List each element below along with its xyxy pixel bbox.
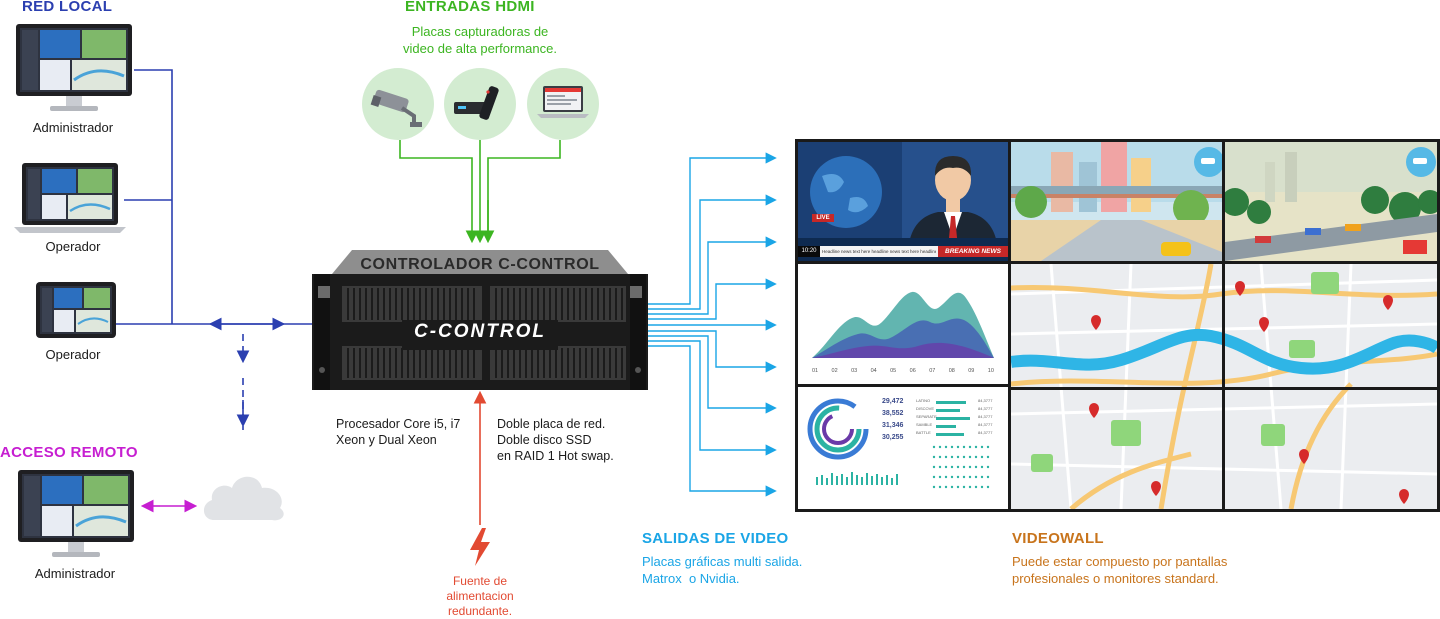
admin-desktop[interactable]: [16, 24, 134, 116]
dashboard-bar-labels: LATINO DISCOVE SEPARATE SAMBLE BATTLE: [916, 397, 937, 437]
dashboard-number: 31,346: [882, 422, 904, 429]
dashboard-bar-value: 84,3777: [978, 398, 993, 403]
area-chart-tick: 06: [909, 368, 916, 374]
operator-label-1: Operador: [45, 239, 101, 254]
dashboard-number: 29,472: [882, 398, 904, 405]
set-top-box-remote-icon: [444, 68, 516, 140]
videowall-text: Puede estar compuesto por pantallas prof…: [1012, 553, 1227, 587]
videowall-line-2: profesionales o monitores standard.: [1012, 571, 1219, 586]
desktop-monitor-icon: [16, 24, 132, 111]
controller-spec-left: Procesador Core i5, i7 Xeon y Dual Xeon: [336, 416, 460, 448]
dashboard-bar-label: LATINO: [916, 398, 931, 403]
area-chart-tick: 05: [890, 368, 897, 374]
dashboard-bar-value: 84,3777: [978, 422, 993, 427]
dashboard-bar-value: 84,3777: [978, 406, 993, 411]
power-line-2: alimentacion: [446, 589, 514, 603]
highway-illustration: [1225, 142, 1437, 261]
videowall-panel-highway-camera[interactable]: [1225, 142, 1437, 261]
videowall-line-1: Puede estar compuesto por pantallas: [1012, 554, 1228, 569]
spec-right-line-3: en RAID 1 Hot swap.: [497, 449, 614, 463]
dashboard-bar-values: 84,3777 84,3777 84,3777 84,3777 84,3777: [978, 397, 992, 437]
local-network-bus: [116, 69, 312, 430]
area-chart-tick: 03: [851, 368, 858, 374]
videowall-panel-area-chart[interactable]: 01 02 03 04 05 06 07 08 09 10: [798, 264, 1008, 384]
salidas-text: Placas gráficas multi salida. Matrox o N…: [642, 553, 802, 587]
desktop-monitor-icon: [18, 470, 134, 557]
area-chart-tick: 04: [870, 368, 877, 374]
operator-laptop[interactable]: [14, 163, 126, 235]
spec-right-line-1: Doble placa de red.: [497, 417, 606, 431]
dashboard-number: 38,552: [882, 410, 904, 417]
dashboard-bar-label: SAMBLE: [916, 422, 933, 427]
red-local-title: RED LOCAL: [22, 0, 113, 15]
videowall-panel-dashboard[interactable]: 29,472 38,552 31,346 30,255 LATINO DISCO…: [798, 387, 1008, 509]
admin-label: Administrador: [32, 120, 114, 135]
videowall-panel-city-camera[interactable]: [1011, 142, 1222, 261]
spec-left-line-2: Xeon y Dual Xeon: [336, 433, 437, 447]
remote-admin-desktop[interactable]: [18, 470, 136, 562]
city-street-illustration: [1011, 142, 1222, 261]
c-control-controller[interactable]: CONTROLADOR C-CONTROL C-CONTROL: [312, 250, 648, 392]
controller-chassis: [312, 250, 648, 390]
laptop-screen-icon: [527, 68, 599, 140]
entradas-subtitle: Placas capturadoras de video de alta per…: [360, 23, 600, 57]
area-chart-tick: 10: [987, 368, 994, 374]
hdmi-input-lines: [399, 140, 561, 244]
power-line-3: redundante.: [447, 604, 513, 618]
salidas-title: SALIDAS DE VIDEO: [642, 530, 789, 547]
operator-tablet[interactable]: [36, 282, 118, 340]
area-chart-tick: 08: [948, 368, 955, 374]
salidas-line-2: Matrox o Nvidia.: [642, 571, 740, 586]
dashboard-bar-label: BATTLE: [916, 430, 931, 435]
dashboard-graphic: [807, 398, 990, 489]
entradas-subtitle-line-1: Placas capturadoras de: [411, 24, 549, 39]
video-output-lines: [648, 152, 777, 497]
controller-spec-right: Doble placa de red. Doble disco SSD en R…: [497, 416, 614, 464]
acceso-remoto-title: ACCESO REMOTO: [0, 444, 138, 461]
news-live-badge: LIVE: [816, 215, 830, 221]
area-chart-graphic: [812, 291, 994, 358]
news-anchor-illustration: [798, 142, 1008, 261]
area-chart-tick: 07: [929, 368, 936, 374]
salidas-line-1: Placas gráficas multi salida.: [642, 554, 803, 569]
spec-left-line-1: Procesador Core i5, i7: [336, 417, 461, 431]
dashboard-number: 30,255: [882, 434, 904, 441]
dashboard-numbers: 29,472 38,552 31,346 30,255: [882, 397, 903, 442]
dashboard-bar-label: DISCOVE: [916, 406, 935, 411]
spec-right-line-2: Doble disco SSD: [497, 433, 592, 447]
entradas-subtitle-line-2: video de alta performance.: [403, 41, 557, 56]
controller-title: CONTROLADOR C-CONTROL: [360, 256, 600, 273]
area-chart-axis: 01 02 03 04 05 06 07 08 09 10: [812, 368, 994, 374]
input-camera[interactable]: [362, 68, 434, 140]
tablet-icon: [36, 282, 116, 338]
area-chart-tick: 01: [812, 368, 819, 374]
security-camera-icon: [362, 68, 434, 140]
remote-admin-label: Administrador: [34, 566, 116, 581]
controller-logo: C-CONTROL: [414, 321, 546, 342]
news-breaking-banner: BREAKING NEWS: [945, 248, 1001, 255]
power-line-1: Fuente de: [452, 574, 508, 588]
bezel-divider: [1222, 264, 1225, 509]
cloud-icon: [200, 466, 288, 522]
videowall-panel-news[interactable]: LIVE 10:20 Headline news text here headl…: [798, 142, 1008, 261]
area-chart-tick: 09: [968, 368, 975, 374]
videowall-grid[interactable]: LIVE 10:20 Headline news text here headl…: [795, 139, 1440, 512]
entradas-title: ENTRADAS HDMI: [405, 0, 535, 15]
news-ticker: Headline news text here headline news te…: [822, 249, 936, 254]
area-chart-tick: 02: [831, 368, 838, 374]
news-clock: 10:20: [801, 248, 817, 254]
power-supply-text: Fuente de alimentacion redundante.: [420, 574, 540, 619]
operator-label-2: Operador: [45, 347, 101, 362]
videowall-title: VIDEOWALL: [1012, 530, 1104, 547]
lightning-bolt-icon: [468, 528, 492, 566]
dashboard-bar-value: 84,3777: [978, 430, 993, 435]
dashboard-bar-value: 84,3777: [978, 414, 993, 419]
input-laptop[interactable]: [527, 68, 599, 140]
input-set-top-box[interactable]: [444, 68, 516, 140]
laptop-icon: [14, 163, 126, 233]
dashboard-bar-label: SEPARATE: [916, 414, 937, 419]
